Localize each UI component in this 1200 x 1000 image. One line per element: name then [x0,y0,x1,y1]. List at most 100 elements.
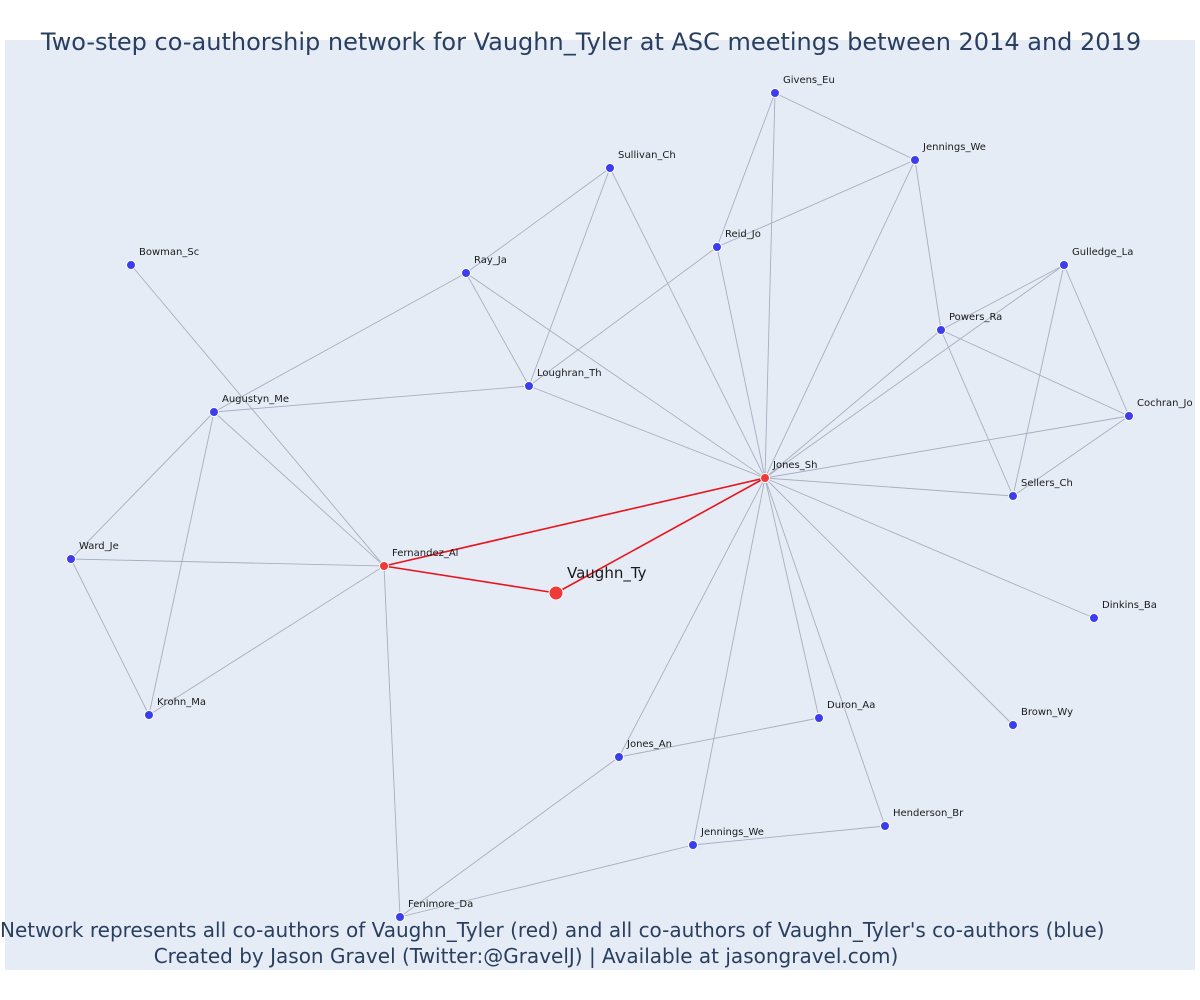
chart-title: Two-step co-authorship network for Vaugh… [40,28,1142,56]
node-label-Loughran_Th: Loughran_Th [537,368,602,379]
edge-Krohn_Ma-Fernandez_Al [148,565,385,716]
node-layer [66,88,1134,922]
node-label-Gulledge_La: Gulledge_La [1072,247,1133,258]
node-Sellers_Ch[interactable] [1008,491,1018,501]
edge-Bowman_Sc-Fernandez_Al [130,264,385,567]
edge-Powers_Ra-Sellers_Ch [940,329,1014,497]
footer-credit: Created by Jason Gravel (Twitter:@Gravel… [153,944,899,968]
edge-Fenimore_Da-Fernandez_Al [383,565,401,918]
node-label-Sellers_Ch: Sellers_Ch [1021,478,1073,489]
node-label-Vaughn_Ty: Vaughn_Ty [567,564,647,583]
node-label-Duron_Aa: Duron_Aa [827,700,875,711]
node-Duron_Aa[interactable] [814,713,824,723]
edge-Loughran_Th-Jones_Sh [528,385,766,479]
edge-Henderson_Br-Jones_Sh [764,477,886,827]
node-Bowman_Sc[interactable] [126,260,136,270]
edge-Sellers_Ch-Jones_Sh [764,477,1014,497]
node-Cochran_Jo[interactable] [1124,411,1134,421]
edge-Powers_Ra-Jones_Sh [764,329,942,479]
node-Loughran_Th[interactable] [524,381,534,391]
edge-Reid_Jo-Loughran_Th [528,246,718,387]
node-Fernandez_Al[interactable] [379,561,389,571]
node-label-Ward_Je: Ward_Je [79,541,119,552]
node-label-Sullivan_Ch: Sullivan_Ch [618,150,676,161]
node-Gulledge_La[interactable] [1059,260,1069,270]
node-label-Ray_Ja: Ray_Ja [474,255,507,266]
edge-Duron_Aa-Jones_An [618,717,820,758]
node-Ward_Je[interactable] [66,554,76,564]
node-Augustyn_Me[interactable] [209,407,219,417]
node-Jones_An[interactable] [614,752,624,762]
edge-Duron_Aa-Jones_Sh [764,477,820,719]
edge-Ward_Je-Krohn_Ma [70,558,150,716]
edge-Gulledge_La-Cochran_Jo [1063,264,1130,417]
edge-Cochran_Jo-Jones_Sh [764,415,1130,479]
node-Vaughn_Ty[interactable] [548,585,564,601]
node-label-Fernandez_Al: Fernandez_Al [392,548,458,559]
edge-Henderson_Br-Jennings_We_2 [692,825,886,846]
node-label-Jennings_We_1: Jennings_We [922,142,986,153]
node-label-Givens_Eu: Givens_Eu [783,75,835,86]
node-label-Fenimore_Da: Fenimore_Da [408,899,473,910]
node-Powers_Ra[interactable] [936,325,946,335]
node-label-Augustyn_Me: Augustyn_Me [222,394,289,405]
node-Jennings_We_1[interactable] [910,155,920,165]
edge-Reid_Jo-Jones_Sh [716,246,766,479]
edge-Ray_Ja-Loughran_Th [465,272,530,387]
edge-layer [70,92,1130,918]
node-label-Bowman_Sc: Bowman_Sc [139,247,199,258]
footer-caption: Network represents all co-authors of Vau… [0,918,1105,942]
node-label-Reid_Jo: Reid_Jo [725,229,761,240]
edge-Gulledge_La-Powers_Ra [940,264,1065,331]
edge-Givens_Eu-Jennings_We_1 [774,92,916,161]
edge-Cochran_Jo-Sellers_Ch [1012,415,1130,497]
node-label-Jones_Sh: Jones_Sh [772,460,817,471]
edge-Gulledge_La-Sellers_Ch [1012,264,1065,497]
node-Jennings_We_2[interactable] [688,840,698,850]
node-label-Cochran_Jo: Cochran_Jo [1137,398,1193,409]
node-Dinkins_Ba[interactable] [1089,613,1099,623]
edge-Givens_Eu-Reid_Jo [716,92,776,248]
edge-Loughran_Th-Augustyn_Me [213,385,530,413]
edge-Jennings_We_1-Jones_Sh [764,159,916,479]
node-label-Henderson_Br: Henderson_Br [893,808,964,819]
edge-Gulledge_La-Jones_Sh [764,264,1065,479]
edge-Ray_Ja-Jones_Sh [465,272,766,479]
node-label-Jennings_We_2: Jennings_We [700,827,764,838]
edge-Givens_Eu-Jones_Sh [764,92,776,479]
node-label-Jones_An: Jones_An [626,739,672,750]
node-Brown_Wy[interactable] [1008,720,1018,730]
edge-Sullivan_Ch-Jones_Sh [609,167,766,479]
edge-Augustyn_Me-Krohn_Ma [148,411,215,716]
node-label-Dinkins_Ba: Dinkins_Ba [1102,600,1157,611]
edge-Vaughn_Ty-Fernandez_Al [383,565,557,594]
node-label-Brown_Wy: Brown_Wy [1021,707,1073,718]
node-label-Krohn_Ma: Krohn_Ma [157,697,206,708]
edge-Sullivan_Ch-Loughran_Th [528,167,611,387]
edge-Powers_Ra-Cochran_Jo [940,329,1130,417]
edge-Jennings_We_1-Powers_Ra [914,159,942,331]
node-Fenimore_Da[interactable] [395,912,405,922]
edge-Ward_Je-Fernandez_Al [70,558,385,567]
edge-Vaughn_Ty-Jones_Sh [555,477,766,594]
node-Henderson_Br[interactable] [880,821,890,831]
edge-Jennings_We_2-Fenimore_Da [399,844,694,918]
edge-Dinkins_Ba-Jones_Sh [764,477,1095,619]
edge-Jennings_We_2-Jones_Sh [692,477,766,846]
node-Krohn_Ma[interactable] [144,710,154,720]
edge-Sullivan_Ch-Ray_Ja [465,167,611,274]
edge-Jennings_We_1-Reid_Jo [716,159,916,248]
edge-Jones_An-Fenimore_Da [399,756,620,918]
edge-Fernandez_Al-Jones_Sh [383,477,766,567]
node-Sullivan_Ch[interactable] [605,163,615,173]
edge-Ray_Ja-Augustyn_Me [213,272,467,413]
node-Ray_Ja[interactable] [461,268,471,278]
node-Reid_Jo[interactable] [712,242,722,252]
node-Jones_Sh[interactable] [760,473,770,483]
edge-Augustyn_Me-Ward_Je [70,411,215,560]
edge-Augustyn_Me-Fernandez_Al [213,411,385,567]
edge-Jones_An-Jones_Sh [618,477,766,758]
node-Givens_Eu[interactable] [770,88,780,98]
